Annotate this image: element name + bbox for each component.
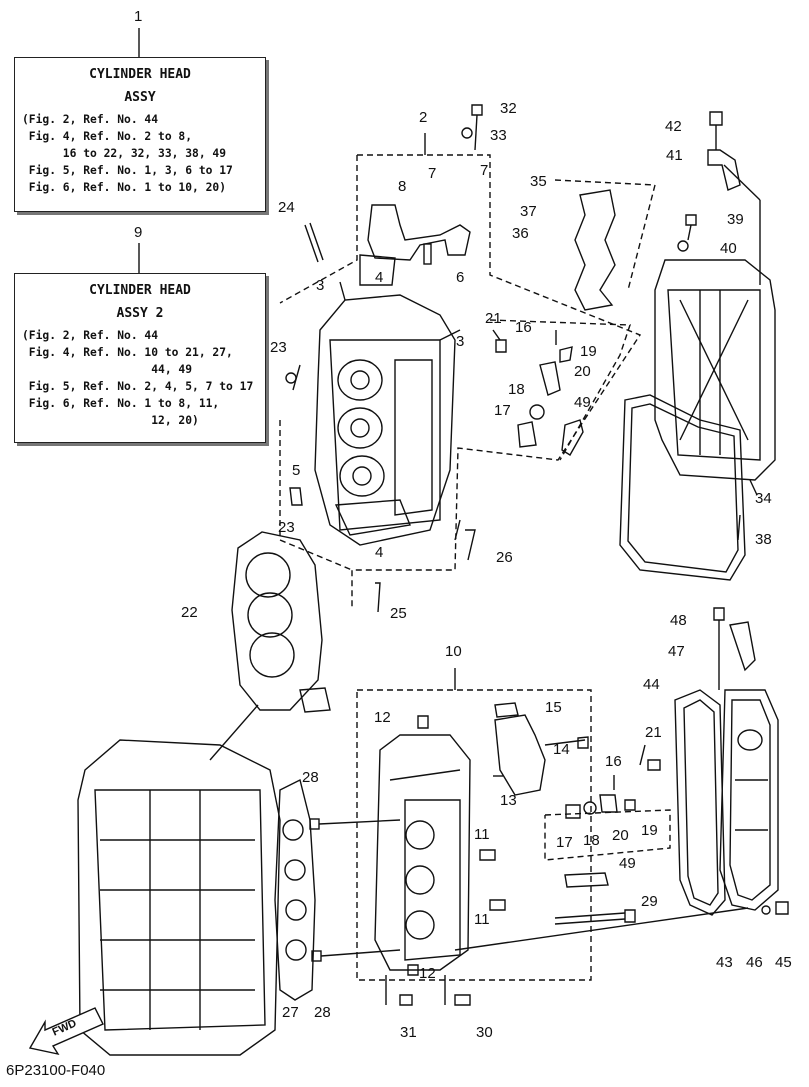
callout-33: 33 xyxy=(490,127,507,144)
box-line: Fig. 4, Ref. No. 2 to 8, xyxy=(22,130,193,143)
plate-35 xyxy=(574,189,616,311)
callout-12b: 12 xyxy=(419,965,436,982)
callout-12a: 12 xyxy=(374,709,391,726)
cylinder-head-cover-1 xyxy=(654,259,776,481)
cylinder-head-assy-info-box: CYLINDER HEAD ASSY (Fig. 2, Ref. No. 44 … xyxy=(14,57,266,212)
callout-18b: 18 xyxy=(583,832,600,849)
callout-41: 41 xyxy=(666,147,683,164)
assy2-boundary xyxy=(356,689,592,981)
cylinder-head-assy-2-info-box: CYLINDER HEAD ASSY 2 (Fig. 2, Ref. No. 4… xyxy=(14,273,266,443)
callout-7b: 7 xyxy=(480,162,489,179)
callout-7a: 7 xyxy=(428,165,437,182)
callout-31: 31 xyxy=(400,1024,417,1041)
callout-16b: 16 xyxy=(605,753,622,770)
ref-number-9: 9 xyxy=(134,224,143,241)
callout-38: 38 xyxy=(755,531,772,548)
callout-49a: 49 xyxy=(574,394,591,411)
callout-46: 46 xyxy=(746,954,763,971)
callout-14: 14 xyxy=(553,741,570,758)
head-gasket-2 xyxy=(274,778,316,1001)
box-line: Fig. 5, Ref. No. 2, 4, 5, 7 to 17 xyxy=(22,380,254,393)
callout-23b: 23 xyxy=(278,519,295,536)
box-line: 16 to 22, 32, 33, 38, 49 xyxy=(22,147,227,160)
box-line: Fig. 4, Ref. No. 10 to 21, 27, xyxy=(22,346,233,359)
box-line: (Fig. 2, Ref. No. 44 xyxy=(22,329,159,342)
callout-47: 47 xyxy=(668,643,685,660)
callout-39: 39 xyxy=(727,211,744,228)
callout-28b: 28 xyxy=(314,1004,331,1021)
box-line: Fig. 5, Ref. No. 1, 3, 6 to 17 xyxy=(22,164,233,177)
ref-number-1: 1 xyxy=(134,8,143,25)
callout-49b: 49 xyxy=(619,855,636,872)
callout-44: 44 xyxy=(643,676,660,693)
callout-23a: 23 xyxy=(270,339,287,356)
callout-4a: 4 xyxy=(375,269,384,286)
callout-45: 45 xyxy=(775,954,792,971)
callout-16a: 16 xyxy=(515,319,532,336)
head-gasket-1 xyxy=(231,531,323,711)
callout-5: 5 xyxy=(292,462,301,479)
box-subtitle: ASSY xyxy=(124,90,156,105)
engine-block xyxy=(77,739,281,1056)
callout-34: 34 xyxy=(755,490,772,507)
callout-10: 10 xyxy=(445,643,462,660)
callout-6: 6 xyxy=(456,269,465,286)
callout-25: 25 xyxy=(390,605,407,622)
cylinder-head-cover-2 xyxy=(719,689,779,911)
cover-gasket-1 xyxy=(619,394,746,581)
diagram-code: 6P23100-F040 xyxy=(6,1062,106,1079)
box-line: 44, 49 xyxy=(22,363,193,376)
callout-42: 42 xyxy=(665,118,682,135)
callout-15: 15 xyxy=(545,699,562,716)
callout-35: 35 xyxy=(530,173,547,190)
callout-3a: 3 xyxy=(316,277,325,294)
box-line: 12, 20) xyxy=(22,414,199,427)
cylinder-head-1 xyxy=(314,294,456,546)
callout-24: 24 xyxy=(278,199,295,216)
callout-11a: 11 xyxy=(474,826,490,843)
callout-4b: 4 xyxy=(375,544,384,561)
box-line: Fig. 6, Ref. No. 1 to 8, 11, xyxy=(22,397,220,410)
callout-22: 22 xyxy=(181,604,198,621)
callout-20b: 20 xyxy=(612,827,629,844)
box-subtitle: ASSY 2 xyxy=(116,306,164,321)
callout-21b: 21 xyxy=(645,724,662,741)
box-title: CYLINDER HEAD xyxy=(89,67,191,82)
callout-3b: 3 xyxy=(456,333,465,350)
callout-43: 43 xyxy=(716,954,733,971)
callout-13: 13 xyxy=(500,792,517,809)
callout-27: 27 xyxy=(282,1004,299,1021)
callout-18a: 18 xyxy=(508,381,525,398)
callout-11b: 11 xyxy=(474,911,490,928)
cover-gasket-2 xyxy=(674,689,726,916)
callout-19a: 19 xyxy=(580,343,597,360)
cylinder-head-2 xyxy=(374,734,471,971)
callout-29: 29 xyxy=(641,893,658,910)
callout-19b: 19 xyxy=(641,822,658,839)
callout-8: 8 xyxy=(398,178,407,195)
callout-37: 37 xyxy=(520,203,537,220)
callout-26: 26 xyxy=(496,549,513,566)
box-line: Fig. 6, Ref. No. 1 to 10, 20) xyxy=(22,181,227,194)
callout-30: 30 xyxy=(476,1024,493,1041)
box-title: CYLINDER HEAD xyxy=(89,283,191,298)
assy1-boundary xyxy=(351,154,642,610)
callout-28a: 28 xyxy=(302,769,319,786)
callout-40: 40 xyxy=(720,240,737,257)
callout-2: 2 xyxy=(419,109,428,126)
fwd-arrow xyxy=(28,1007,104,1056)
box-line: (Fig. 2, Ref. No. 44 xyxy=(22,113,159,126)
callout-20a: 20 xyxy=(574,363,591,380)
callout-21a: 21 xyxy=(485,310,502,327)
callout-17a: 17 xyxy=(494,402,511,419)
callout-17b: 17 xyxy=(556,834,573,851)
callout-48: 48 xyxy=(670,612,687,629)
callout-32: 32 xyxy=(500,100,517,117)
callout-36: 36 xyxy=(512,225,529,242)
